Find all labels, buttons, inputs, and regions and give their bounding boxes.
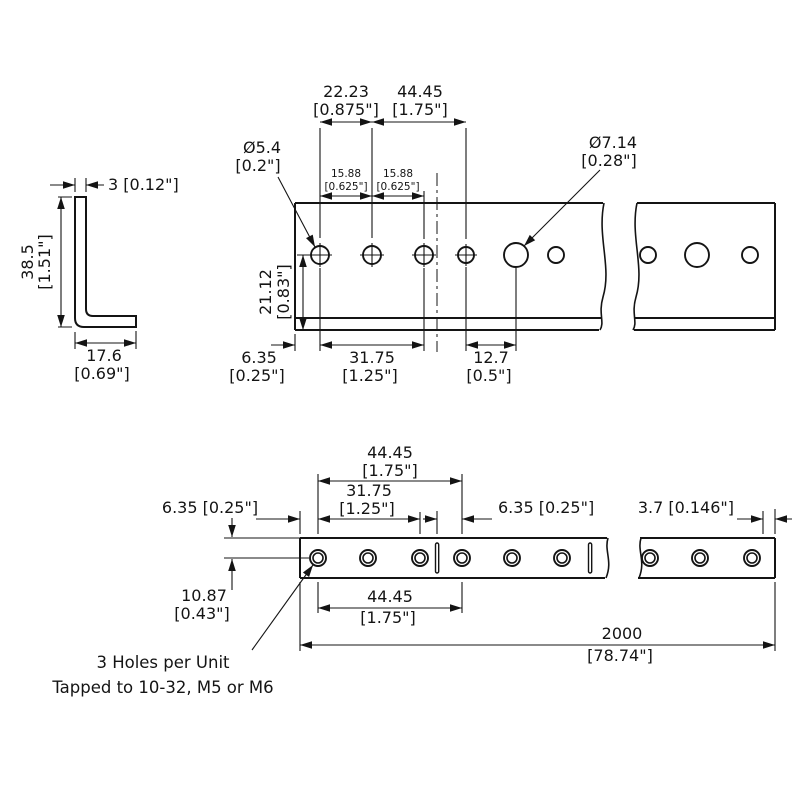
hole [547,246,565,264]
dim-44-45-bottom-mm: 44.45 [367,587,413,606]
dim-2000-mm: 2000 [602,624,643,643]
note-line-1: 3 Holes per Unit [96,653,230,672]
dim-6-35-left-label: 6.35 [0.25"] [162,498,258,517]
dim-width-in: [0.69"] [74,364,129,383]
dim-44-45-bottom-in: [1.75"] [360,608,415,627]
dim-6-35-in: [0.25"] [229,366,284,385]
hole-center-marks [308,243,477,267]
dim-22-23-in: [0.875"] [313,100,379,119]
dim-10-87-in: [0.43"] [174,604,229,623]
small-hole-dia-in: [0.2"] [235,156,280,175]
rail-outline [294,202,776,331]
dim-2000-in: [78.74"] [587,646,653,665]
note-line-2: Tapped to 10-32, M5 or M6 [51,678,273,697]
hole-inner [506,552,518,564]
hole-inner [414,552,426,564]
dim-6-35-mid-label: 6.35 [0.25"] [498,498,594,517]
hole-inner [312,552,324,564]
dim-12-7-mm: 12.7 [473,348,509,367]
large-hole-dia-mm: Ø7.14 [589,133,637,152]
hole-inner [694,552,706,564]
dim-44-45-in: [1.75"] [392,100,447,119]
hole-inner [746,552,758,564]
hole-inner [556,552,568,564]
dim-width-mm: 17.6 [86,346,122,365]
dim-15-88a-mm: 15.88 [331,168,361,180]
dim-15-88b-mm: 15.88 [383,168,413,180]
bottom-view: 44.45 [1.75"] 31.75 [1.25"] 6.35 [0.25"]… [51,443,792,697]
hole-inner [644,552,656,564]
tapped-holes [309,549,761,567]
dim-15-88a-in: [0.625"] [324,181,367,193]
dim-21-12-in: [0.83"] [274,264,293,319]
extension-lines [58,178,137,349]
break-lines [605,537,643,579]
unit-joint-slot [434,542,440,574]
dim-6-35-mm: 6.35 [241,348,277,367]
clearance-hole [503,242,529,268]
dim-21-12-mm: 21.12 [256,269,275,315]
hole [741,246,759,264]
dim-44-45-mm: 44.45 [397,82,443,101]
small-hole-dia-mm: Ø5.4 [243,138,281,157]
dim-12-7-in: [0.5"] [466,366,511,385]
unit-joint-slot [587,542,593,574]
clearance-hole [684,242,710,268]
section-view: 3 [0.12"] 38.5 [1.51"] 17.6 [0.69"] [18,175,179,383]
dim-44-45-top-in: [1.75"] [362,461,417,480]
extension-lines [224,474,776,651]
top-view: 22.23 [0.875"] 44.45 [1.75"] Ø5.4 [0.2"]… [229,82,776,385]
leader-large-hole [523,169,601,247]
dim-3-7-label: 3.7 [0.146"] [638,498,734,517]
dim-31-75-mm: 31.75 [349,348,395,367]
large-hole-dia-in: [0.28"] [581,151,636,170]
break-lines [599,202,640,331]
leader-small-hole [277,176,316,248]
dim-10-87-mm: 10.87 [181,586,227,605]
dim-height-mm: 38.5 [18,244,37,280]
dim-22-23-mm: 22.23 [323,82,369,101]
dim-44-45-top-mm: 44.45 [367,443,413,462]
hole-inner [362,552,374,564]
hole [639,246,657,264]
dim-31-75-in: [1.25"] [339,499,394,518]
note-leader [251,564,314,651]
dim-31-75-in: [1.25"] [342,366,397,385]
strip-outline [299,537,776,579]
part-outline [74,196,137,328]
dim-31-75-mm: 31.75 [346,481,392,500]
dim-height-in: [1.51"] [35,234,54,289]
dim-thickness-label: 3 [0.12"] [108,175,179,194]
hole-inner [456,552,468,564]
dim-15-88b-in: [0.625"] [376,181,419,193]
